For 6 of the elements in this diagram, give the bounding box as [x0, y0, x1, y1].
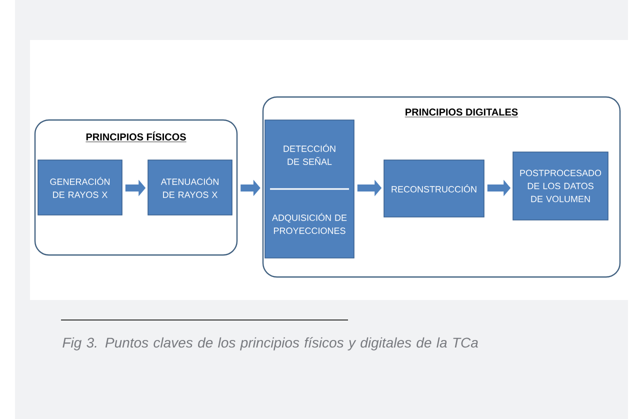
process-box: DETECCIÓN DE SEÑAL ADQUISICIÓN DE PROYECCIONES	[264, 120, 354, 258]
caption: Fig 3. Puntos claves de los principios físicos y digitales de la TCa	[62, 337, 478, 350]
process-box: RECONSTRUCCIÓN	[384, 160, 484, 218]
process-box: ATENUACIÓN DE RAYOS X	[148, 160, 232, 216]
process-box: GENERACIÓN DE RAYOS X	[38, 160, 122, 216]
process-box: POSTPROCESADO DE LOS DATOS DE VOLUMEN	[512, 152, 608, 220]
